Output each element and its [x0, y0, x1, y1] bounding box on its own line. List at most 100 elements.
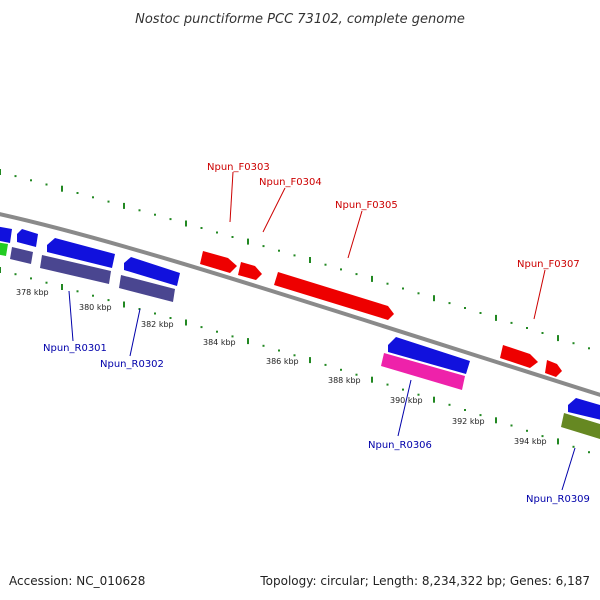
- minor-tick: [154, 213, 156, 216]
- minor-tick: [479, 414, 482, 417]
- minor-tick: [76, 290, 79, 293]
- gene-label-reverse[interactable]: Npun_R0309: [526, 494, 590, 505]
- major-tick: [61, 185, 63, 192]
- major-tick: [123, 301, 125, 308]
- gene-arrow-forward[interactable]: [274, 272, 394, 320]
- gene-arrow-forward[interactable]: [545, 360, 562, 377]
- forward-labels: Npun_F0303 Npun_F0304 Npun_F0305 Npun_F0…: [207, 162, 580, 320]
- minor-tick: [216, 330, 218, 333]
- minor-tick: [417, 393, 420, 396]
- outer-dot-track: [0, 169, 590, 350]
- gene-bar-reverse[interactable]: [0, 242, 8, 256]
- minor-tick: [324, 363, 327, 366]
- major-tick: [185, 220, 187, 227]
- gene-bar-reverse[interactable]: [119, 275, 175, 302]
- minor-tick: [340, 368, 342, 371]
- minor-tick: [340, 268, 342, 271]
- minor-tick: [30, 179, 32, 182]
- major-tick: [247, 338, 249, 345]
- major-tick: [371, 376, 373, 383]
- minor-tick: [231, 335, 234, 338]
- minor-tick: [417, 292, 420, 295]
- minor-tick: [293, 254, 296, 257]
- gene-bar-reverse[interactable]: [561, 413, 600, 442]
- gene-label-forward[interactable]: Npun_F0305: [335, 200, 398, 211]
- gene-label-reverse[interactable]: Npun_R0301: [43, 343, 107, 354]
- leader-line: [561, 447, 576, 491]
- minor-tick: [45, 281, 48, 284]
- minor-tick: [588, 451, 590, 454]
- gene-bar-reverse[interactable]: [40, 255, 111, 284]
- minor-tick: [76, 192, 79, 194]
- minor-tick: [200, 326, 203, 329]
- major-tick: [557, 335, 559, 342]
- gene-label-reverse[interactable]: Npun_R0306: [368, 440, 432, 451]
- minor-tick: [262, 344, 265, 347]
- minor-tick: [448, 302, 451, 305]
- gene-arrow-forward[interactable]: [500, 345, 538, 368]
- gene-arrow-reverse[interactable]: [388, 337, 470, 374]
- gene-arrow-forward[interactable]: [238, 262, 262, 280]
- major-tick: [495, 417, 497, 424]
- minor-tick: [526, 429, 528, 432]
- major-tick: [495, 314, 497, 321]
- minor-tick: [293, 354, 296, 357]
- gene-bar-reverse[interactable]: [10, 247, 33, 264]
- minor-tick: [448, 403, 451, 406]
- minor-tick: [355, 273, 358, 276]
- tick-label: 386 kbp: [266, 357, 299, 366]
- minor-tick: [464, 409, 466, 411]
- gene-label-forward[interactable]: Npun_F0307: [517, 259, 580, 270]
- tick-label: 382 kbp: [141, 320, 174, 329]
- minor-tick: [541, 435, 544, 438]
- minor-tick: [169, 317, 172, 319]
- tick-label: 394 kbp: [514, 437, 547, 446]
- minor-tick: [572, 342, 575, 345]
- minor-tick: [324, 263, 327, 266]
- gene-arrow-reverse[interactable]: [124, 257, 180, 286]
- gene-arrow-forward[interactable]: [200, 251, 237, 273]
- minor-tick: [14, 273, 17, 276]
- minor-tick: [526, 327, 528, 329]
- gene-arrow-reverse[interactable]: [17, 229, 38, 247]
- minor-tick: [107, 200, 110, 203]
- tick-label: 380 kbp: [79, 303, 112, 312]
- major-tick: [371, 275, 373, 282]
- major-tick: [433, 396, 435, 403]
- minor-tick: [402, 287, 404, 290]
- genome-summary-text: Topology: circular; Length: 8,234,322 bp…: [260, 574, 590, 588]
- gene-label-forward[interactable]: Npun_F0303: [207, 162, 270, 173]
- minor-tick: [200, 227, 203, 229]
- tick-label: 388 kbp: [328, 376, 361, 385]
- tick-label: 378 kbp: [16, 288, 49, 297]
- minor-tick: [231, 236, 234, 238]
- inner-dot-track: [0, 267, 590, 454]
- genome-backbone: [0, 212, 600, 397]
- minor-tick: [402, 388, 404, 391]
- gene-label-forward[interactable]: Npun_F0304: [259, 177, 322, 188]
- major-tick: [123, 202, 125, 209]
- major-tick: [0, 169, 1, 175]
- gene-arrow-reverse[interactable]: [47, 238, 115, 268]
- minor-tick: [278, 249, 280, 252]
- reverse-labels: Npun_R0301 Npun_R0302 Npun_R0306 Npun_R0…: [43, 290, 590, 505]
- major-tick: [433, 295, 435, 302]
- minor-tick: [510, 424, 513, 427]
- minor-tick: [45, 183, 48, 186]
- minor-tick: [138, 209, 141, 212]
- minor-tick: [107, 299, 110, 302]
- minor-tick: [154, 312, 156, 315]
- gene-label-reverse[interactable]: Npun_R0302: [100, 359, 164, 370]
- tick-label: 384 kbp: [203, 338, 236, 347]
- gene-bar-reverse[interactable]: [381, 353, 465, 390]
- gene-arrow-reverse[interactable]: [568, 398, 600, 422]
- minor-tick: [278, 349, 280, 352]
- minor-tick: [30, 277, 32, 280]
- leader-line: [262, 187, 286, 233]
- major-tick: [309, 357, 311, 364]
- leader-line: [229, 171, 234, 223]
- minor-tick: [169, 218, 172, 221]
- gene-arrow-reverse[interactable]: [0, 226, 12, 243]
- major-tick: [185, 319, 187, 326]
